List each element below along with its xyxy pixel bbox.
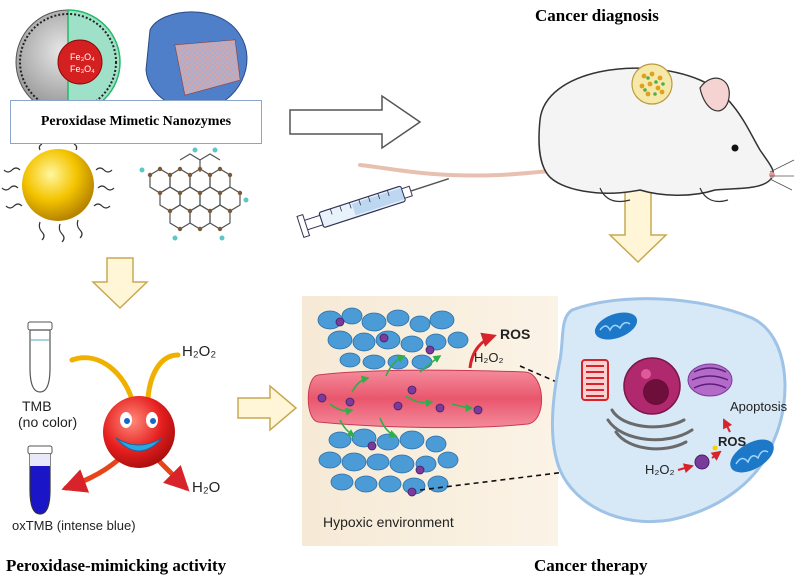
activity-title: Peroxidase-mimicking activity xyxy=(6,556,227,575)
oxtmb-label: oxTMB (intense blue) xyxy=(12,518,136,533)
tmb-no-color-label: (no color) xyxy=(18,414,78,430)
mesoporous-nanoparticle xyxy=(145,11,248,111)
hypoxic-label: Hypoxic environment xyxy=(323,514,454,530)
ros-cell-label: ROS xyxy=(718,434,747,449)
syringe-icon xyxy=(296,177,450,239)
nucleus xyxy=(623,357,681,415)
arrow-to-therapy xyxy=(237,384,298,432)
core-shell-nanoparticle xyxy=(15,9,121,115)
reaction-arrows xyxy=(61,352,190,493)
apoptosis-label: Apoptosis xyxy=(730,399,788,414)
therapy-title: Cancer therapy xyxy=(534,556,648,575)
h2o2-tumor-label: H₂O₂ xyxy=(474,350,504,365)
nanozyme-box-label: Peroxidase Mimetic Nanozymes xyxy=(10,100,262,144)
nanozyme-smiley xyxy=(103,396,175,468)
tmb-label: TMB xyxy=(22,398,52,414)
tumor-microenvironment-panel xyxy=(302,296,599,546)
h2o2-cell-label: H₂O₂ xyxy=(645,462,675,477)
golgi-stack xyxy=(581,359,609,401)
tmb-tube xyxy=(27,321,53,393)
arrow-down-to-activity xyxy=(91,257,149,310)
core-label-2: Fe₃O₄ xyxy=(70,64,95,74)
gold-nanoparticle xyxy=(1,143,115,243)
ros-tumor-label: ROS xyxy=(500,326,531,342)
h2o2-label: H₂O₂ xyxy=(182,343,217,360)
endoplasmic-reticulum xyxy=(606,408,694,451)
mitochondrion-top xyxy=(594,312,638,340)
graphene-sheet xyxy=(139,147,249,241)
arrow-to-diagnosis xyxy=(289,94,422,150)
oxtmb-tube xyxy=(27,445,53,515)
mouse-illustration xyxy=(358,63,795,203)
cancer-cell xyxy=(550,297,787,524)
arrow-down-to-therapy xyxy=(608,189,668,264)
diagnosis-title: Cancer diagnosis xyxy=(535,6,659,25)
h2o-label: H₂O xyxy=(192,479,221,496)
core-label-1: Fe₃O₄ xyxy=(70,52,95,62)
mitochondrion-bottom xyxy=(730,439,774,473)
tumor-site xyxy=(631,63,673,105)
vesicle-stack xyxy=(687,363,733,397)
